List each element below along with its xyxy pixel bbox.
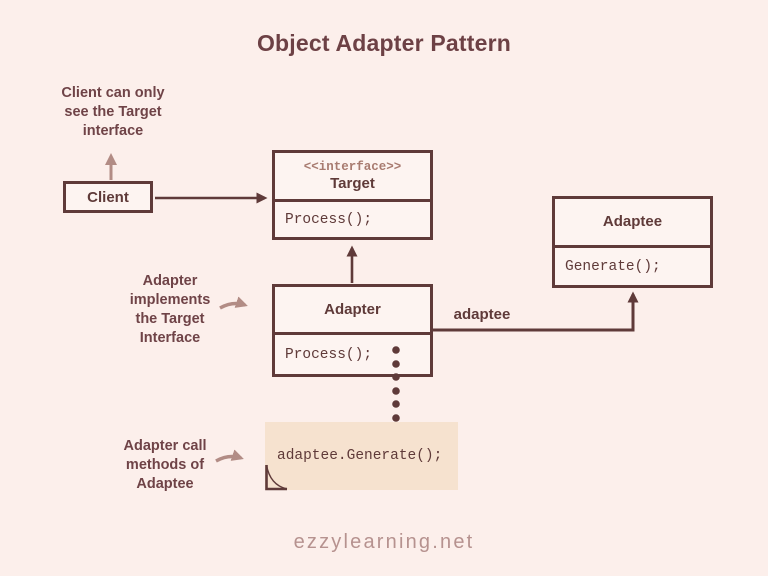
adapter-call-line: Adapter call: [95, 437, 235, 456]
client-annotation-line: interface: [38, 122, 188, 141]
adapter-call-annotation: Adapter call methods of Adaptee: [95, 437, 235, 494]
client-annotation-line: Client can only: [38, 84, 188, 103]
adapter-implements-line: implements: [95, 291, 245, 310]
target-box-methods: Process();: [275, 202, 430, 237]
target-box: <<interface>> Target Process();: [272, 150, 433, 240]
adapter-implements-line: Adapter: [95, 272, 245, 291]
page-title: Object Adapter Pattern: [0, 30, 768, 57]
client-box: Client: [63, 181, 153, 213]
adaptee-box-name: Adaptee: [603, 213, 662, 231]
note-box: adaptee.Generate();: [265, 422, 458, 490]
adaptee-box-methods: Generate();: [555, 248, 710, 285]
adapter-box: Adapter Process();: [272, 284, 433, 377]
adapter-box-header: Adapter: [275, 287, 430, 335]
association-label-adaptee: adaptee: [440, 306, 524, 323]
adapter-method: Process();: [285, 347, 372, 363]
adapter-call-line: Adaptee: [95, 475, 235, 494]
adaptee-method: Generate();: [565, 259, 661, 275]
adapter-implements-line: the Target: [95, 310, 245, 329]
target-box-header: <<interface>> Target: [275, 153, 430, 202]
adapter-implements-annotation: Adapter implements the Target Interface: [95, 272, 245, 348]
client-annotation-line: see the Target: [38, 103, 188, 122]
target-method: Process();: [285, 212, 372, 228]
adapter-box-methods: Process();: [275, 335, 430, 374]
adapter-implements-line: Interface: [95, 329, 245, 348]
client-annotation: Client can only see the Target interface: [38, 84, 188, 141]
footer-watermark: ezzylearning.net: [0, 531, 768, 554]
adapter-call-line: methods of: [95, 456, 235, 475]
target-box-name: Target: [330, 175, 375, 193]
target-stereotype: <<interface>>: [304, 159, 402, 175]
adapter-box-name: Adapter: [324, 301, 381, 319]
adaptee-box: Adaptee Generate();: [552, 196, 713, 288]
adaptee-box-header: Adaptee: [555, 199, 710, 248]
client-box-label: Client: [66, 184, 150, 210]
note-code: adaptee.Generate();: [277, 448, 442, 464]
